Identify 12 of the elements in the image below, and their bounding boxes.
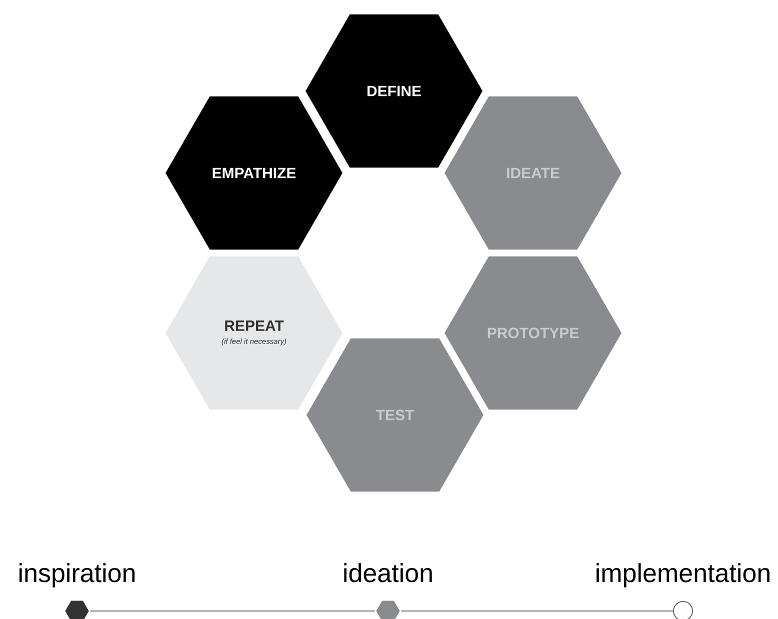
hexagon: DEFINE [306,14,482,168]
stage-label: inspiration [20,563,135,588]
hexagon-marker [64,600,90,619]
hexagon: PROTOTYPE [444,256,622,410]
stage-label: implementation [596,563,770,588]
timeline-line [90,610,376,612]
hexagon: TEST [306,338,484,492]
stage-label: ideation [344,563,432,582]
hexagon: IDEATE [444,96,622,250]
timeline-line [400,610,674,612]
hexagon: EMPATHIZE [166,96,342,250]
hexagon-marker [374,600,402,619]
